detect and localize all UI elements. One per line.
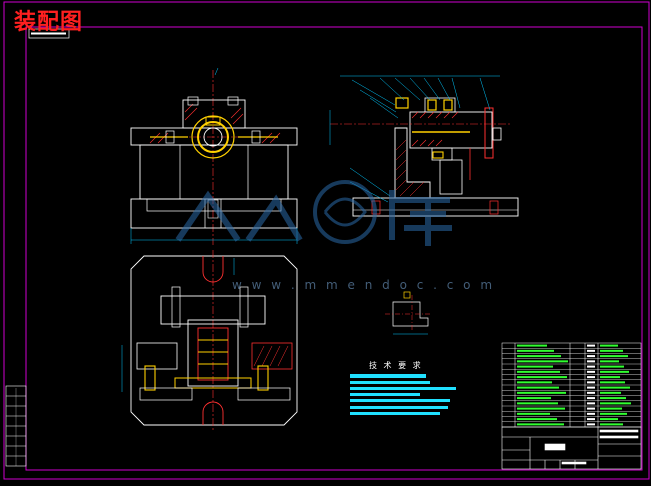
parts-list-cell bbox=[587, 397, 595, 400]
parts-list-cell bbox=[600, 349, 623, 352]
drawing-code-box bbox=[28, 28, 70, 39]
parts-list-cell bbox=[587, 355, 595, 358]
watermark-url: w w w . m m e n d o c . c o m bbox=[232, 278, 496, 292]
fixture-body bbox=[139, 144, 289, 200]
parts-list-cell bbox=[587, 418, 595, 421]
parts-list-cell bbox=[600, 376, 620, 379]
parts-list-cell bbox=[517, 402, 558, 405]
parts-list-cell bbox=[600, 402, 631, 405]
parts-list-cell bbox=[600, 355, 628, 358]
front-view bbox=[130, 67, 298, 245]
parts-list-cell bbox=[587, 391, 595, 394]
parts-list-cell bbox=[587, 407, 595, 410]
top-view-outline bbox=[130, 255, 298, 426]
parts-list-cell bbox=[600, 397, 626, 400]
inner-frame bbox=[25, 26, 643, 471]
parts-list-cell bbox=[587, 412, 595, 415]
parts-list-cell bbox=[517, 423, 564, 426]
parts-list-cell bbox=[517, 360, 568, 363]
parts-list-cell bbox=[587, 344, 595, 347]
parts-list-cell bbox=[600, 391, 621, 394]
parts-list-cell bbox=[517, 349, 554, 352]
parts-list-cell bbox=[587, 370, 595, 373]
detail-view bbox=[385, 291, 432, 335]
parts-list-cell bbox=[600, 407, 622, 410]
parts-list-cell bbox=[517, 355, 561, 358]
title-block bbox=[501, 426, 642, 470]
outer-frame bbox=[3, 1, 650, 480]
angle-bracket bbox=[394, 127, 431, 198]
parts-list-cell bbox=[587, 349, 595, 352]
parts-list-cell bbox=[587, 376, 595, 379]
watermark-logo bbox=[175, 180, 452, 246]
top-view bbox=[121, 250, 298, 430]
parts-list-cell bbox=[517, 376, 567, 379]
parts-list-cell bbox=[517, 391, 566, 394]
parts-list-cell bbox=[517, 386, 559, 389]
parts-list-cell bbox=[517, 418, 557, 421]
clamp-ring bbox=[191, 115, 235, 159]
parts-list-cell bbox=[517, 381, 552, 384]
parts-list-cell bbox=[517, 397, 551, 400]
parts-list-cell bbox=[600, 370, 629, 373]
drawing-title: 装配图 bbox=[14, 9, 84, 35]
parts-list-cell bbox=[600, 360, 619, 363]
parts-list-text bbox=[502, 344, 641, 426]
parts-list-cell bbox=[587, 423, 595, 426]
revision-column bbox=[5, 385, 27, 467]
technical-requirements-title: 技 术 要 求 bbox=[369, 361, 423, 370]
parts-list-cell bbox=[600, 423, 623, 426]
parts-list-cell bbox=[517, 412, 550, 415]
parts-list-cell bbox=[587, 386, 595, 389]
parts-list-cell bbox=[587, 365, 595, 368]
parts-list-cell bbox=[600, 365, 624, 368]
parts-list-cell bbox=[600, 344, 618, 347]
parts-list-cell bbox=[587, 402, 595, 405]
parts-list-cell bbox=[517, 344, 547, 347]
parts-list-cell bbox=[600, 386, 630, 389]
technical-notes bbox=[350, 374, 456, 415]
parts-list-cell bbox=[600, 412, 627, 415]
parts-list-cell bbox=[517, 370, 560, 373]
parts-list-cell bbox=[587, 381, 595, 384]
spindle-housing bbox=[409, 111, 493, 149]
parts-list-cell bbox=[600, 418, 618, 421]
parts-list-cell bbox=[600, 381, 625, 384]
parts-list-cell bbox=[517, 365, 553, 368]
side-section-view bbox=[329, 75, 519, 217]
parts-list-cell bbox=[587, 360, 595, 363]
parts-list-cell bbox=[517, 407, 565, 410]
